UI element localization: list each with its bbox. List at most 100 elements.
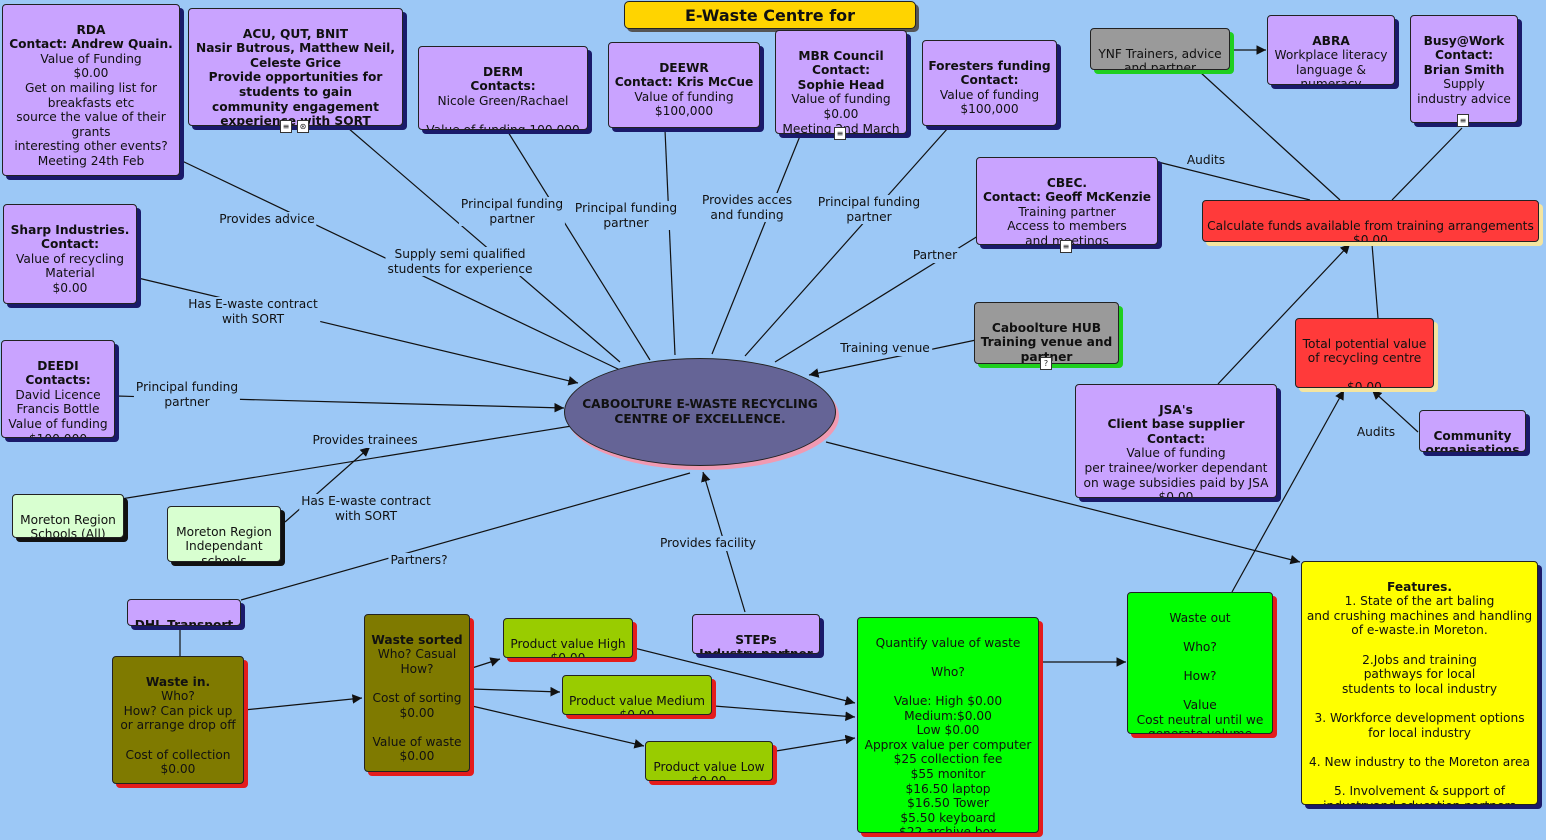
node-body: Value of funding $0.00 Meeting 2nd March xyxy=(782,92,900,134)
node-acu[interactable]: ACU, QUT, BNIT Nasir Butrous, Matthew Ne… xyxy=(188,8,403,126)
node-body: Product value High $0.00 xyxy=(510,636,626,657)
node-moreton-region-schools[interactable]: Moreton Region Schools (All) xyxy=(12,494,124,538)
question-icon[interactable]: ? xyxy=(1040,357,1052,370)
node-total-potential[interactable]: Total potential value of recycling centr… xyxy=(1295,318,1434,388)
node-steps[interactable]: STEPs Industry partner xyxy=(692,614,820,654)
label-provides-trainees: Provides trainees xyxy=(310,433,420,448)
node-head: STEPs Industry partner xyxy=(699,632,813,653)
node-product-value-low[interactable]: Product value Low $0.00 xyxy=(645,741,773,781)
node-product-value-high[interactable]: Product value High $0.00 xyxy=(503,618,633,658)
node-community[interactable]: Community organisations xyxy=(1419,410,1526,452)
node-moreton-independent-schools[interactable]: Moreton Region Independant schools xyxy=(167,506,281,562)
attachment-icon[interactable]: ⊛ xyxy=(297,120,309,133)
node-foresters[interactable]: Foresters funding Contact: Value of fund… xyxy=(922,40,1057,126)
node-body: Training partner Access to members and m… xyxy=(1007,204,1127,245)
node-body: Total potential value of recycling centr… xyxy=(1302,336,1427,388)
edge-deewr xyxy=(664,129,676,356)
node-body: Who? Casual How? Cost of sorting $0.00 V… xyxy=(372,647,462,764)
node-ynf[interactable]: YNF Trainers, advice and partner xyxy=(1090,28,1230,70)
node-head: Sharp Industries. Contact: xyxy=(10,222,130,252)
node-head: Foresters funding Contact: xyxy=(928,58,1051,88)
edge-dhl xyxy=(240,472,691,601)
node-head: DHL Transport xyxy=(134,617,234,626)
node-deedi[interactable]: DEEDI Contacts: David Licence Francis Bo… xyxy=(1,340,115,438)
node-head: Waste sorted xyxy=(371,632,463,647)
node-jsa[interactable]: JSA's Client base supplier Contact: Valu… xyxy=(1075,384,1277,498)
node-waste-sorted[interactable]: Waste sorted Who? Casual How? Cost of so… xyxy=(364,614,470,772)
node-head: DEEDI Contacts: xyxy=(25,358,91,388)
node-body: Value of funding $100,000 xyxy=(939,87,1040,117)
label-mbr-access: Provides acces and funding xyxy=(699,193,795,223)
diagram-title: E-Waste Centre for Excellence. xyxy=(624,1,916,29)
label-audits-cbec: Audits xyxy=(1184,153,1228,168)
edge-jsa-calc xyxy=(1217,243,1351,385)
node-body: Value of Funding $0.00 Get on mailing li… xyxy=(14,51,168,168)
edge-sorted-pvm xyxy=(471,686,561,697)
edge-hub xyxy=(808,339,977,378)
node-body: Calculate funds available from training … xyxy=(1207,218,1534,242)
node-rda[interactable]: RDA Contact: Andrew Quain. Value of Fund… xyxy=(2,4,180,176)
node-head: ACU, QUT, BNIT Nasir Butrous, Matthew Ne… xyxy=(196,26,395,126)
node-cbec[interactable]: CBEC. Contact: Geoff McKenzie Training p… xyxy=(976,157,1158,245)
label-provides-facility: Provides facility xyxy=(658,536,758,551)
node-body: 1. State of the art baling and crushing … xyxy=(1306,594,1533,804)
label-partners-q: Partners? xyxy=(388,553,450,568)
edge-cbec-calc xyxy=(1157,161,1311,201)
node-product-value-medium[interactable]: Product value Medium $0.00 xyxy=(562,675,712,715)
node-abra[interactable]: ABRA Workplace literacy language & numer… xyxy=(1267,15,1395,85)
node-dhl[interactable]: DHL Transport xyxy=(127,599,241,626)
label-sharp-contract: Has E-waste contract with SORT xyxy=(186,297,320,327)
node-body: Quantify value of waste Who? Value: High… xyxy=(864,635,1032,833)
edge-mrs xyxy=(95,423,585,504)
node-head: MBR Council Contact: Sophie Head xyxy=(797,48,885,92)
label-training-venue: Training venue xyxy=(838,341,932,356)
node-body: Moreton Region Independant schools xyxy=(176,524,272,562)
node-body: Workplace literacy language & numeracy xyxy=(1274,48,1388,85)
node-head: DERM Contacts: xyxy=(470,64,536,94)
edge-derm xyxy=(507,131,651,361)
node-derm[interactable]: DERM Contacts: Nicole Green/Rachael Valu… xyxy=(418,46,588,130)
label-foresters-funding: Principal funding partner xyxy=(815,195,923,225)
edge-acu xyxy=(347,127,621,363)
node-calculate-funds[interactable]: Calculate funds available from training … xyxy=(1202,200,1539,242)
node-body: Moreton Region Schools (All) xyxy=(20,512,116,538)
node-deewr[interactable]: DEEWR Contact: Kris McCue Value of fundi… xyxy=(608,42,760,128)
node-waste-out[interactable]: Waste out Who? How? Value Cost neutral u… xyxy=(1127,592,1273,734)
node-sharp[interactable]: Sharp Industries. Contact: Value of recy… xyxy=(3,204,137,304)
node-quantify-value[interactable]: Quantify value of waste Who? Value: High… xyxy=(857,617,1039,833)
label-deewr-funding: Principal funding partner xyxy=(572,201,680,231)
node-body: Product value Medium $0.00 xyxy=(568,693,706,714)
node-waste-in[interactable]: Waste in. Who? How? Can pick up or arran… xyxy=(112,656,244,784)
node-caboolture-hub[interactable]: Caboolture HUB Training venue and partne… xyxy=(974,302,1119,364)
node-head: Community organisations xyxy=(1425,428,1520,452)
note-icon[interactable]: ≡ xyxy=(1457,114,1469,127)
edge-busy-calc xyxy=(1391,127,1463,201)
edge-sharp xyxy=(137,277,579,386)
label-mri-contract: Has E-waste contract with SORT xyxy=(299,494,433,524)
note-icon[interactable]: ≡ xyxy=(280,120,292,133)
node-body: David Licence Francis Bottle Value of fu… xyxy=(8,387,108,437)
center-node[interactable]: CABOOLTURE E-WASTE RECYCLING CENTRE OF E… xyxy=(564,358,836,466)
label-audits-community: Audits xyxy=(1354,425,1398,440)
edge-center-features xyxy=(825,441,1301,565)
node-mbr[interactable]: MBR Council Contact: Sophie Head Value o… xyxy=(775,30,907,134)
node-busy[interactable]: Busy@Work Contact: Brian Smith Supply in… xyxy=(1410,15,1518,123)
edge-mri xyxy=(284,446,371,523)
node-body: YNF Trainers, advice and partner xyxy=(1098,46,1222,70)
node-body: Waste out Who? How? Value Cost neutral u… xyxy=(1136,610,1264,733)
note-icon[interactable]: ≡ xyxy=(834,127,846,140)
node-body: Value of funding per trainee/worker depe… xyxy=(1083,446,1269,498)
label-provides-advice: Provides advice xyxy=(217,212,317,227)
node-head: Busy@Work Contact: Brian Smith xyxy=(1423,33,1505,77)
edge-pvm-quantify xyxy=(713,705,856,722)
node-features[interactable]: Features. 1. State of the art baling and… xyxy=(1301,561,1538,805)
node-head: RDA Contact: Andrew Quain. xyxy=(9,22,173,52)
node-body: Product value Low $0.00 xyxy=(653,759,765,780)
node-head: ABRA xyxy=(1312,33,1350,48)
edge-sorted-pvh xyxy=(471,657,501,669)
node-head: DEEWR Contact: Kris McCue xyxy=(614,60,754,90)
node-head: CBEC. Contact: Geoff McKenzie xyxy=(982,175,1152,205)
node-head: Waste in. xyxy=(145,674,211,689)
note-icon[interactable]: ≡ xyxy=(1060,240,1072,253)
node-body: Value of funding $100,000 xyxy=(634,89,734,119)
